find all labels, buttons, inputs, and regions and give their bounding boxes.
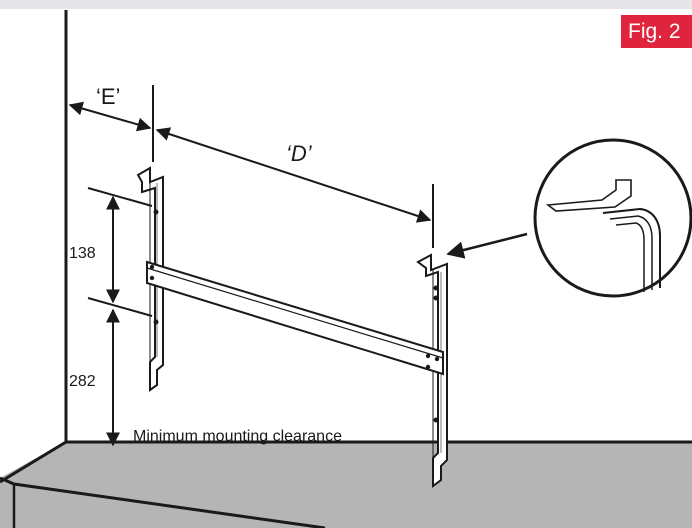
height-138-label: 138 bbox=[69, 245, 96, 262]
dimension-d-label: ‘D’ bbox=[286, 141, 312, 166]
height-282-label: 282 bbox=[69, 373, 96, 390]
clearance-label: Minimum mounting clearance bbox=[133, 428, 342, 445]
figure-badge: Fig. 2 bbox=[621, 15, 692, 48]
cross-bar bbox=[146, 260, 444, 376]
height-dimensions bbox=[87, 187, 153, 447]
top-strip bbox=[0, 0, 692, 9]
dimension-d-arrow bbox=[155, 127, 434, 248]
dimension-e-label: ‘E’ bbox=[96, 84, 121, 109]
floor bbox=[0, 440, 692, 528]
dimension-e-arrow bbox=[68, 85, 154, 162]
detail-callout bbox=[446, 138, 692, 298]
